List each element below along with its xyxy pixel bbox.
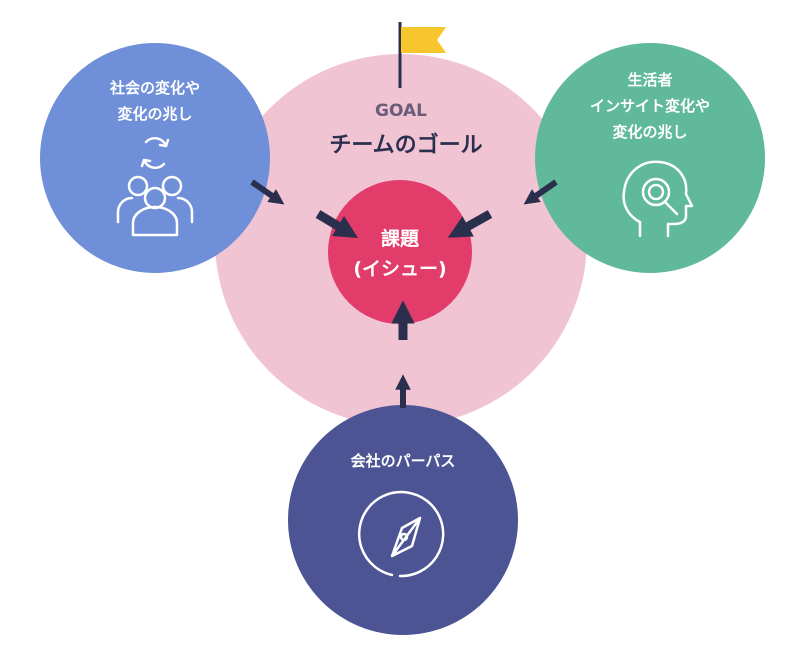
- issue-circle: [328, 180, 472, 324]
- flag-icon: [398, 22, 446, 88]
- consumer-label-2: インサイト変化や: [590, 97, 710, 115]
- consumer-label-3: 変化の兆し: [612, 123, 687, 141]
- society-circle: [40, 43, 270, 273]
- society-label-2: 変化の兆し: [117, 105, 192, 123]
- purpose-circle: [288, 405, 518, 635]
- arrows: [250, 179, 558, 408]
- consumer-circle: [535, 43, 765, 273]
- arrow-consumer-to-goal: [523, 179, 558, 205]
- arrow-consumer-to-issue: [447, 210, 493, 238]
- goal-label: GOAL: [375, 101, 427, 121]
- compass-icon: [357, 490, 445, 578]
- arrow-society-to-issue: [315, 210, 359, 239]
- goal-title: チームのゴール: [329, 132, 482, 158]
- people-refresh-icon: [116, 136, 194, 237]
- arrow-society-to-goal: [250, 179, 285, 205]
- issue-sublabel: (イシュー): [353, 258, 446, 280]
- society-label-1: 社会の変化や: [109, 79, 200, 97]
- consumer-label-1: 生活者: [627, 71, 672, 89]
- head-search-icon: [622, 160, 694, 238]
- purpose-label: 会社のパーパス: [351, 452, 456, 470]
- issue-label: 課題: [381, 227, 420, 250]
